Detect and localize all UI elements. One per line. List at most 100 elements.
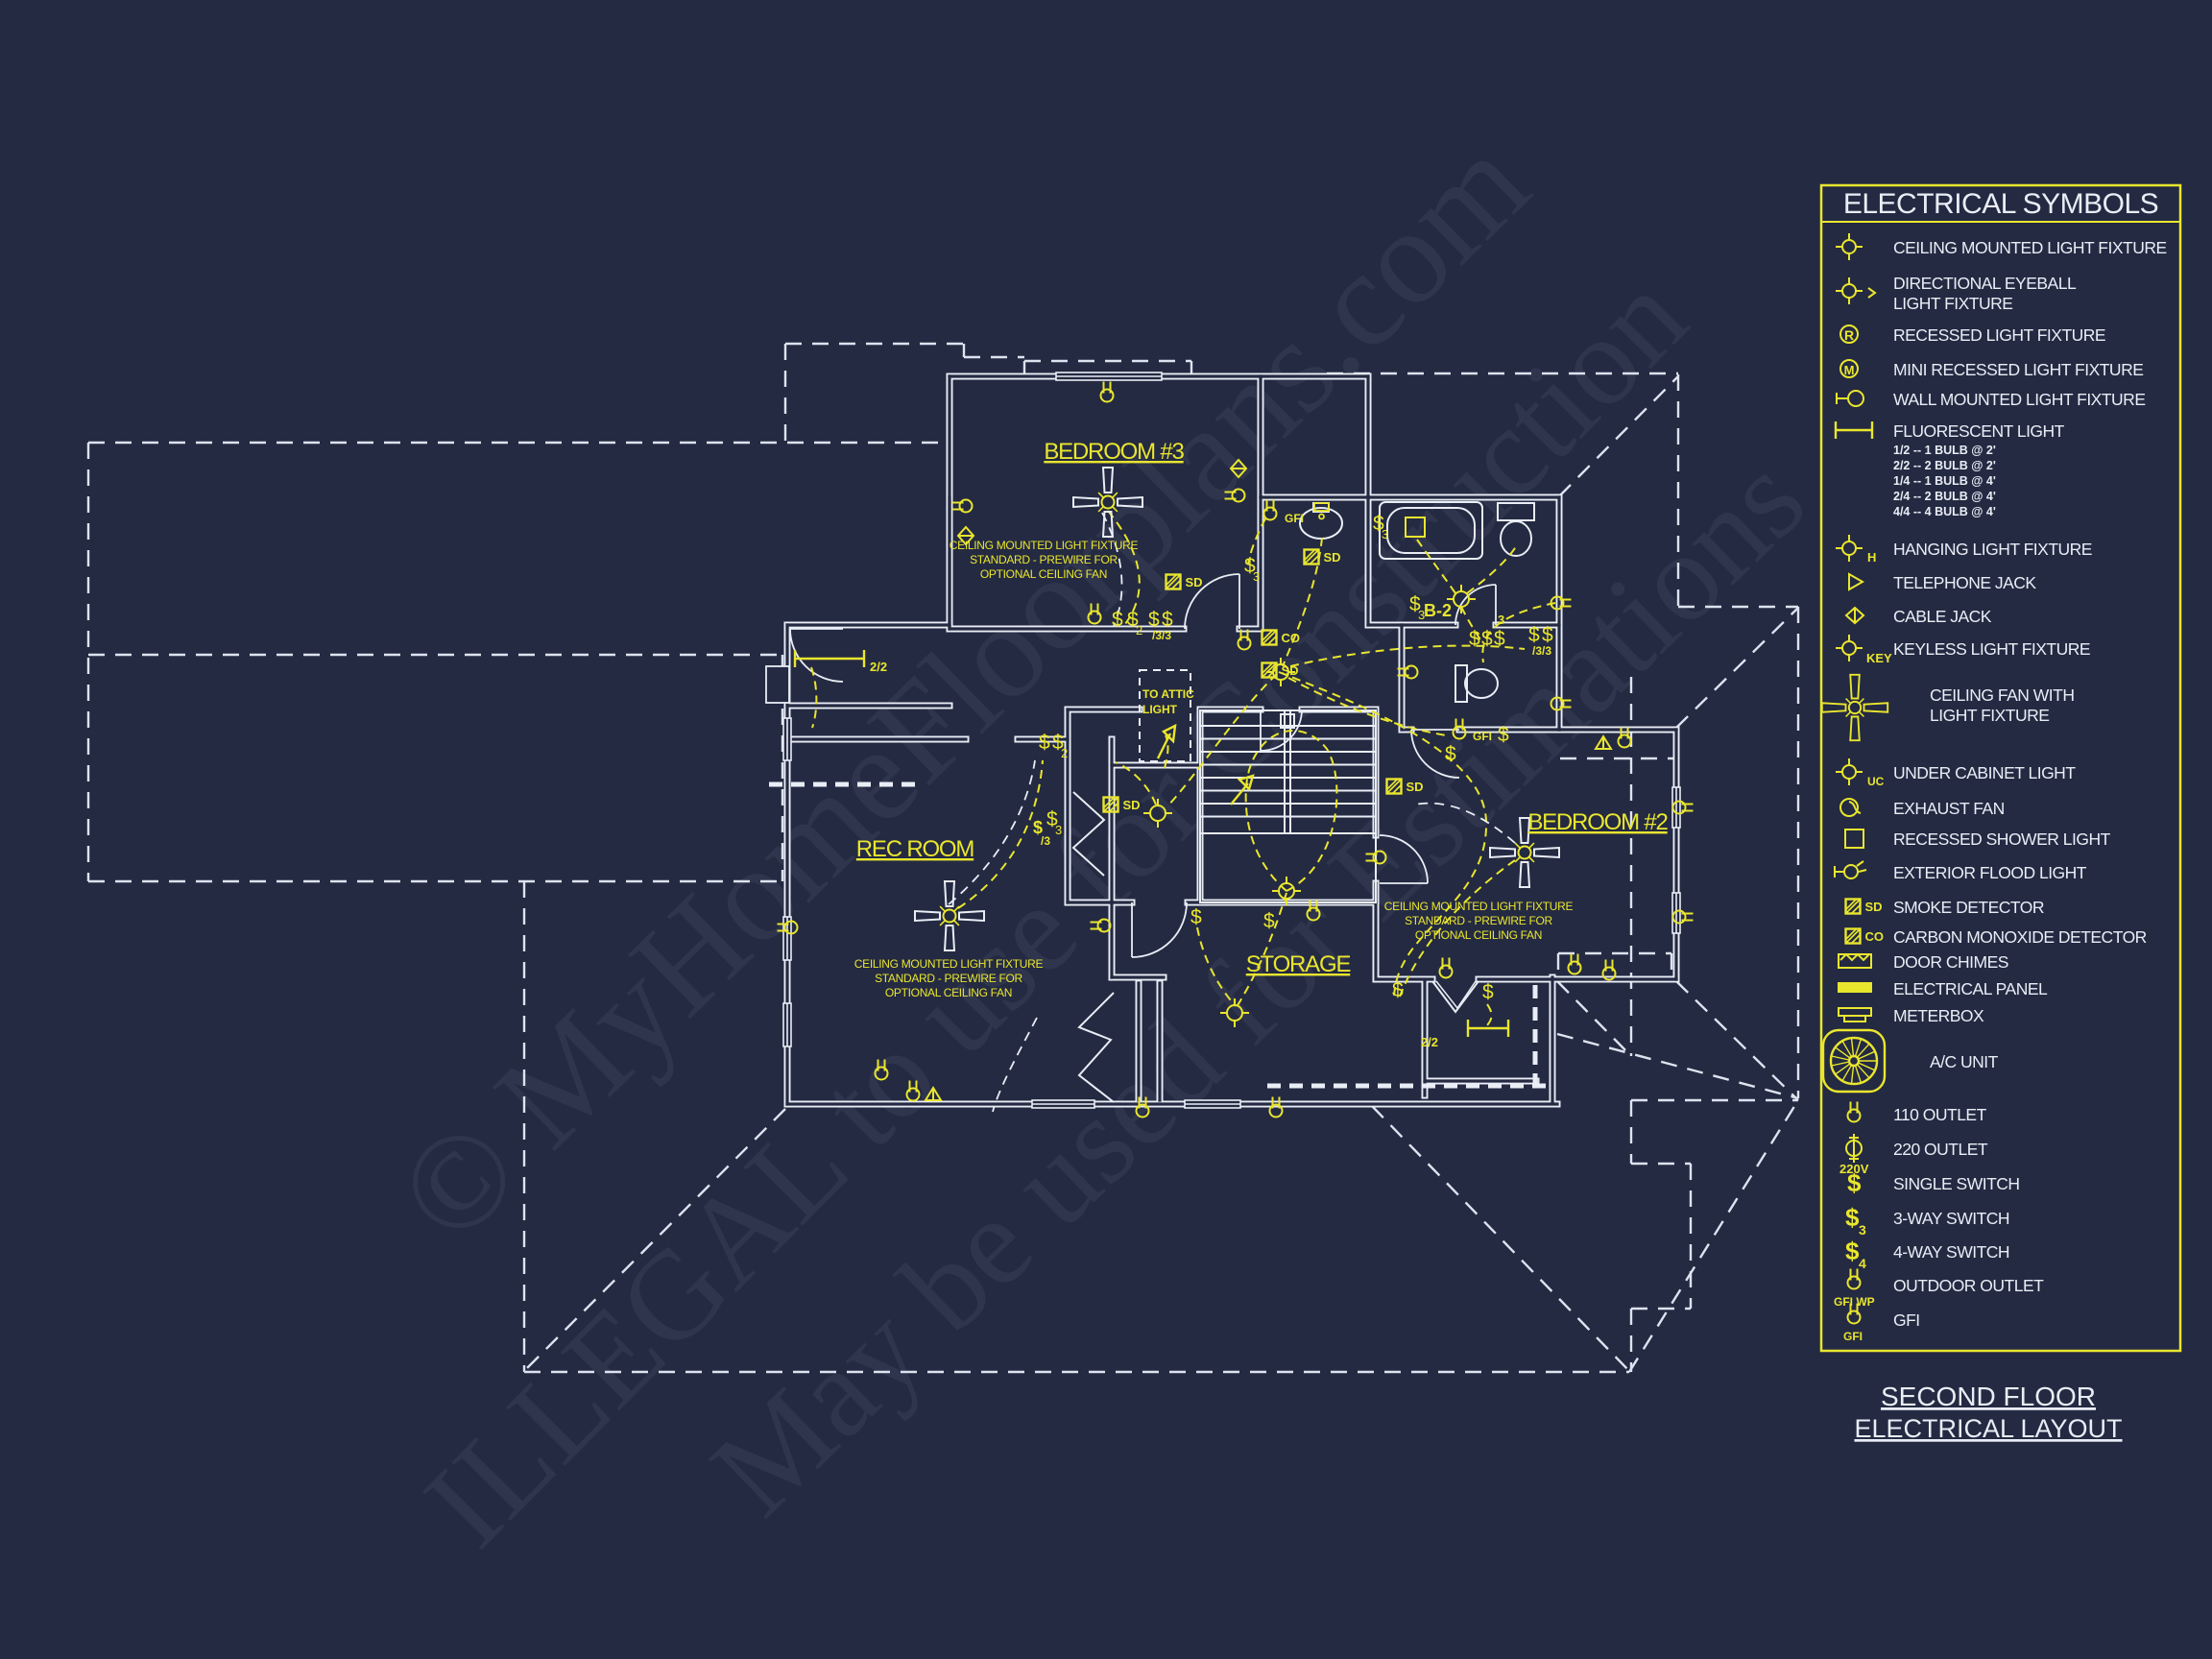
svg-text:RECESSED LIGHT FIXTURE: RECESSED LIGHT FIXTURE xyxy=(1893,325,2105,345)
svg-text:LIGHT FIXTURE: LIGHT FIXTURE xyxy=(1893,294,2012,313)
svg-text:LIGHT FIXTURE: LIGHT FIXTURE xyxy=(1930,706,2049,725)
svg-text:$: $ xyxy=(1482,981,1494,1003)
svg-text:FLUORESCENT LIGHT: FLUORESCENT LIGHT xyxy=(1893,421,2065,441)
svg-text:$: $ xyxy=(1052,732,1064,754)
svg-text:SMOKE DETECTOR: SMOKE DETECTOR xyxy=(1893,898,2044,917)
svg-text:EXHAUST FAN: EXHAUST FAN xyxy=(1893,799,2005,818)
svg-text:$: $ xyxy=(1528,624,1540,646)
svg-text:H: H xyxy=(1867,550,1876,565)
svg-text:220V: 220V xyxy=(1839,1162,1869,1176)
svg-text:3: 3 xyxy=(1253,569,1260,584)
svg-text:RECESSED SHOWER LIGHT: RECESSED SHOWER LIGHT xyxy=(1893,830,2111,849)
svg-text:4-WAY SWITCH: 4-WAY SWITCH xyxy=(1893,1242,2009,1262)
svg-text:B-2: B-2 xyxy=(1424,601,1452,620)
svg-text:OPTIONAL CEILING FAN: OPTIONAL CEILING FAN xyxy=(885,986,1012,999)
svg-text:2: 2 xyxy=(1061,746,1068,760)
svg-text:GFI: GFI xyxy=(1473,730,1492,743)
svg-text:M: M xyxy=(1844,363,1855,377)
svg-text:$: $ xyxy=(1469,628,1480,650)
svg-text:SD: SD xyxy=(1123,798,1141,812)
svg-text:3: 3 xyxy=(1382,527,1388,541)
svg-text:2/2: 2/2 xyxy=(870,660,887,674)
svg-text:$: $ xyxy=(1033,818,1043,837)
svg-text:220 OUTLET: 220 OUTLET xyxy=(1893,1140,1988,1159)
svg-text:SECOND FLOOR: SECOND FLOOR xyxy=(1881,1382,2096,1411)
svg-text:KEYLESS LIGHT FIXTURE: KEYLESS LIGHT FIXTURE xyxy=(1893,639,2090,659)
svg-text:/3/3: /3/3 xyxy=(1152,629,1171,642)
svg-text:1/2 -- 1 BULB @ 2': 1/2 -- 1 BULB @ 2' xyxy=(1893,444,1996,457)
svg-text:A/C UNIT: A/C UNIT xyxy=(1930,1052,1999,1071)
svg-text:/3/3: /3/3 xyxy=(1532,644,1551,658)
svg-text:1/4 -- 1 BULB @ 4': 1/4 -- 1 BULB @ 4' xyxy=(1893,474,1996,488)
svg-text:CEILING MOUNTED LIGHT FIXTURE: CEILING MOUNTED LIGHT FIXTURE xyxy=(854,957,1044,971)
svg-text:110 OUTLET: 110 OUTLET xyxy=(1893,1105,1987,1124)
svg-text:$: $ xyxy=(1409,593,1421,615)
svg-text:$: $ xyxy=(1542,624,1553,646)
svg-text:STANDARD - PREWIRE FOR: STANDARD - PREWIRE FOR xyxy=(970,553,1118,566)
svg-text:REC ROOM: REC ROOM xyxy=(856,836,974,862)
svg-text:$: $ xyxy=(1445,743,1456,765)
svg-text:TELEPHONE JACK: TELEPHONE JACK xyxy=(1893,573,2036,592)
svg-text:SD: SD xyxy=(1324,550,1341,565)
svg-text:UC: UC xyxy=(1867,775,1885,788)
svg-text:ELECTRICAL SYMBOLS: ELECTRICAL SYMBOLS xyxy=(1843,188,2158,220)
svg-text:TO ATTIC: TO ATTIC xyxy=(1142,687,1194,701)
svg-text:4: 4 xyxy=(1859,1256,1866,1271)
svg-text:2/2: 2/2 xyxy=(1421,1035,1438,1049)
svg-text:BEDROOM #3: BEDROOM #3 xyxy=(1044,439,1184,465)
svg-text:HANGING LIGHT FIXTURE: HANGING LIGHT FIXTURE xyxy=(1893,540,2092,559)
svg-text:OPTIONAL CEILING FAN: OPTIONAL CEILING FAN xyxy=(980,567,1107,581)
svg-text:CEILING FAN WITH: CEILING FAN WITH xyxy=(1930,685,2074,705)
svg-text:GFI WP: GFI WP xyxy=(1834,1295,1875,1309)
svg-text:$: $ xyxy=(1046,808,1058,830)
svg-text:2/2 -- 2 BULB @ 2': 2/2 -- 2 BULB @ 2' xyxy=(1893,459,1996,472)
svg-text:EXTERIOR FLOOD LIGHT: EXTERIOR FLOOD LIGHT xyxy=(1893,863,2087,882)
svg-text:OUTDOOR OUTLET: OUTDOOR OUTLET xyxy=(1893,1276,2044,1295)
svg-text:CEILING MOUNTED LIGHT FIXTURE: CEILING MOUNTED LIGHT FIXTURE xyxy=(1384,900,1574,913)
svg-text:GFI: GFI xyxy=(1285,512,1304,525)
svg-text:DIRECTIONAL EYEBALL: DIRECTIONAL EYEBALL xyxy=(1893,274,2077,293)
svg-text:ELECTRICAL LAYOUT: ELECTRICAL LAYOUT xyxy=(1854,1414,2122,1443)
svg-text:$: $ xyxy=(1494,628,1505,650)
svg-text:3-WAY SWITCH: 3-WAY SWITCH xyxy=(1893,1209,2009,1228)
svg-text:MINI RECESSED LIGHT FIXTURE: MINI RECESSED LIGHT FIXTURE xyxy=(1893,360,2143,379)
svg-text:$: $ xyxy=(1190,906,1202,928)
svg-text:KEY: KEY xyxy=(1866,651,1892,665)
svg-text:/3: /3 xyxy=(1041,834,1050,848)
svg-text:$: $ xyxy=(1498,724,1509,746)
svg-text:3: 3 xyxy=(1418,608,1425,622)
svg-text:$: $ xyxy=(1845,1203,1860,1232)
svg-text:STORAGE: STORAGE xyxy=(1246,951,1351,977)
svg-text:GFI: GFI xyxy=(1843,1330,1863,1343)
svg-text:$: $ xyxy=(1244,555,1256,577)
svg-text:METERBOX: METERBOX xyxy=(1893,1006,1984,1025)
svg-text:LIGHT: LIGHT xyxy=(1142,703,1178,716)
svg-text:R: R xyxy=(1844,327,1854,343)
svg-text:$: $ xyxy=(1845,1237,1860,1265)
svg-text:STANDARD - PREWIRE FOR: STANDARD - PREWIRE FOR xyxy=(1405,914,1552,927)
svg-text:DOOR CHIMES: DOOR CHIMES xyxy=(1893,952,2008,972)
svg-text:OPTIONAL CEILING FAN: OPTIONAL CEILING FAN xyxy=(1415,928,1542,942)
svg-text:3: 3 xyxy=(1055,823,1062,837)
svg-text:$: $ xyxy=(1392,979,1404,1001)
svg-text:$: $ xyxy=(1162,609,1173,631)
svg-text:2/4 -- 2 BULB @ 4': 2/4 -- 2 BULB @ 4' xyxy=(1893,490,1996,503)
svg-text:CEILING MOUNTED LIGHT FIXTURE: CEILING MOUNTED LIGHT FIXTURE xyxy=(1893,238,2167,257)
svg-text:$: $ xyxy=(1148,609,1160,631)
svg-text:$: $ xyxy=(1373,513,1384,535)
svg-text:SD: SD xyxy=(1407,780,1424,794)
svg-text:GFI: GFI xyxy=(1893,1310,1920,1330)
svg-text:4/4 -- 4 BULB @ 4': 4/4 -- 4 BULB @ 4' xyxy=(1893,505,1996,518)
svg-text:3: 3 xyxy=(1498,613,1504,627)
svg-text:CEILING MOUNTED LIGHT FIXTURE: CEILING MOUNTED LIGHT FIXTURE xyxy=(950,539,1139,552)
svg-text:SD: SD xyxy=(1186,575,1203,589)
svg-text:WALL MOUNTED LIGHT FIXTURE: WALL MOUNTED LIGHT FIXTURE xyxy=(1893,390,2146,409)
svg-text:2: 2 xyxy=(1136,623,1142,637)
svg-text:$: $ xyxy=(1112,609,1123,631)
svg-text:$: $ xyxy=(1847,1168,1862,1197)
svg-text:BEDROOM #2: BEDROOM #2 xyxy=(1527,809,1668,835)
svg-text:$: $ xyxy=(1263,910,1275,932)
svg-text:CO: CO xyxy=(1282,631,1301,645)
svg-text:3: 3 xyxy=(1859,1222,1866,1238)
svg-text:CO: CO xyxy=(1865,929,1885,944)
